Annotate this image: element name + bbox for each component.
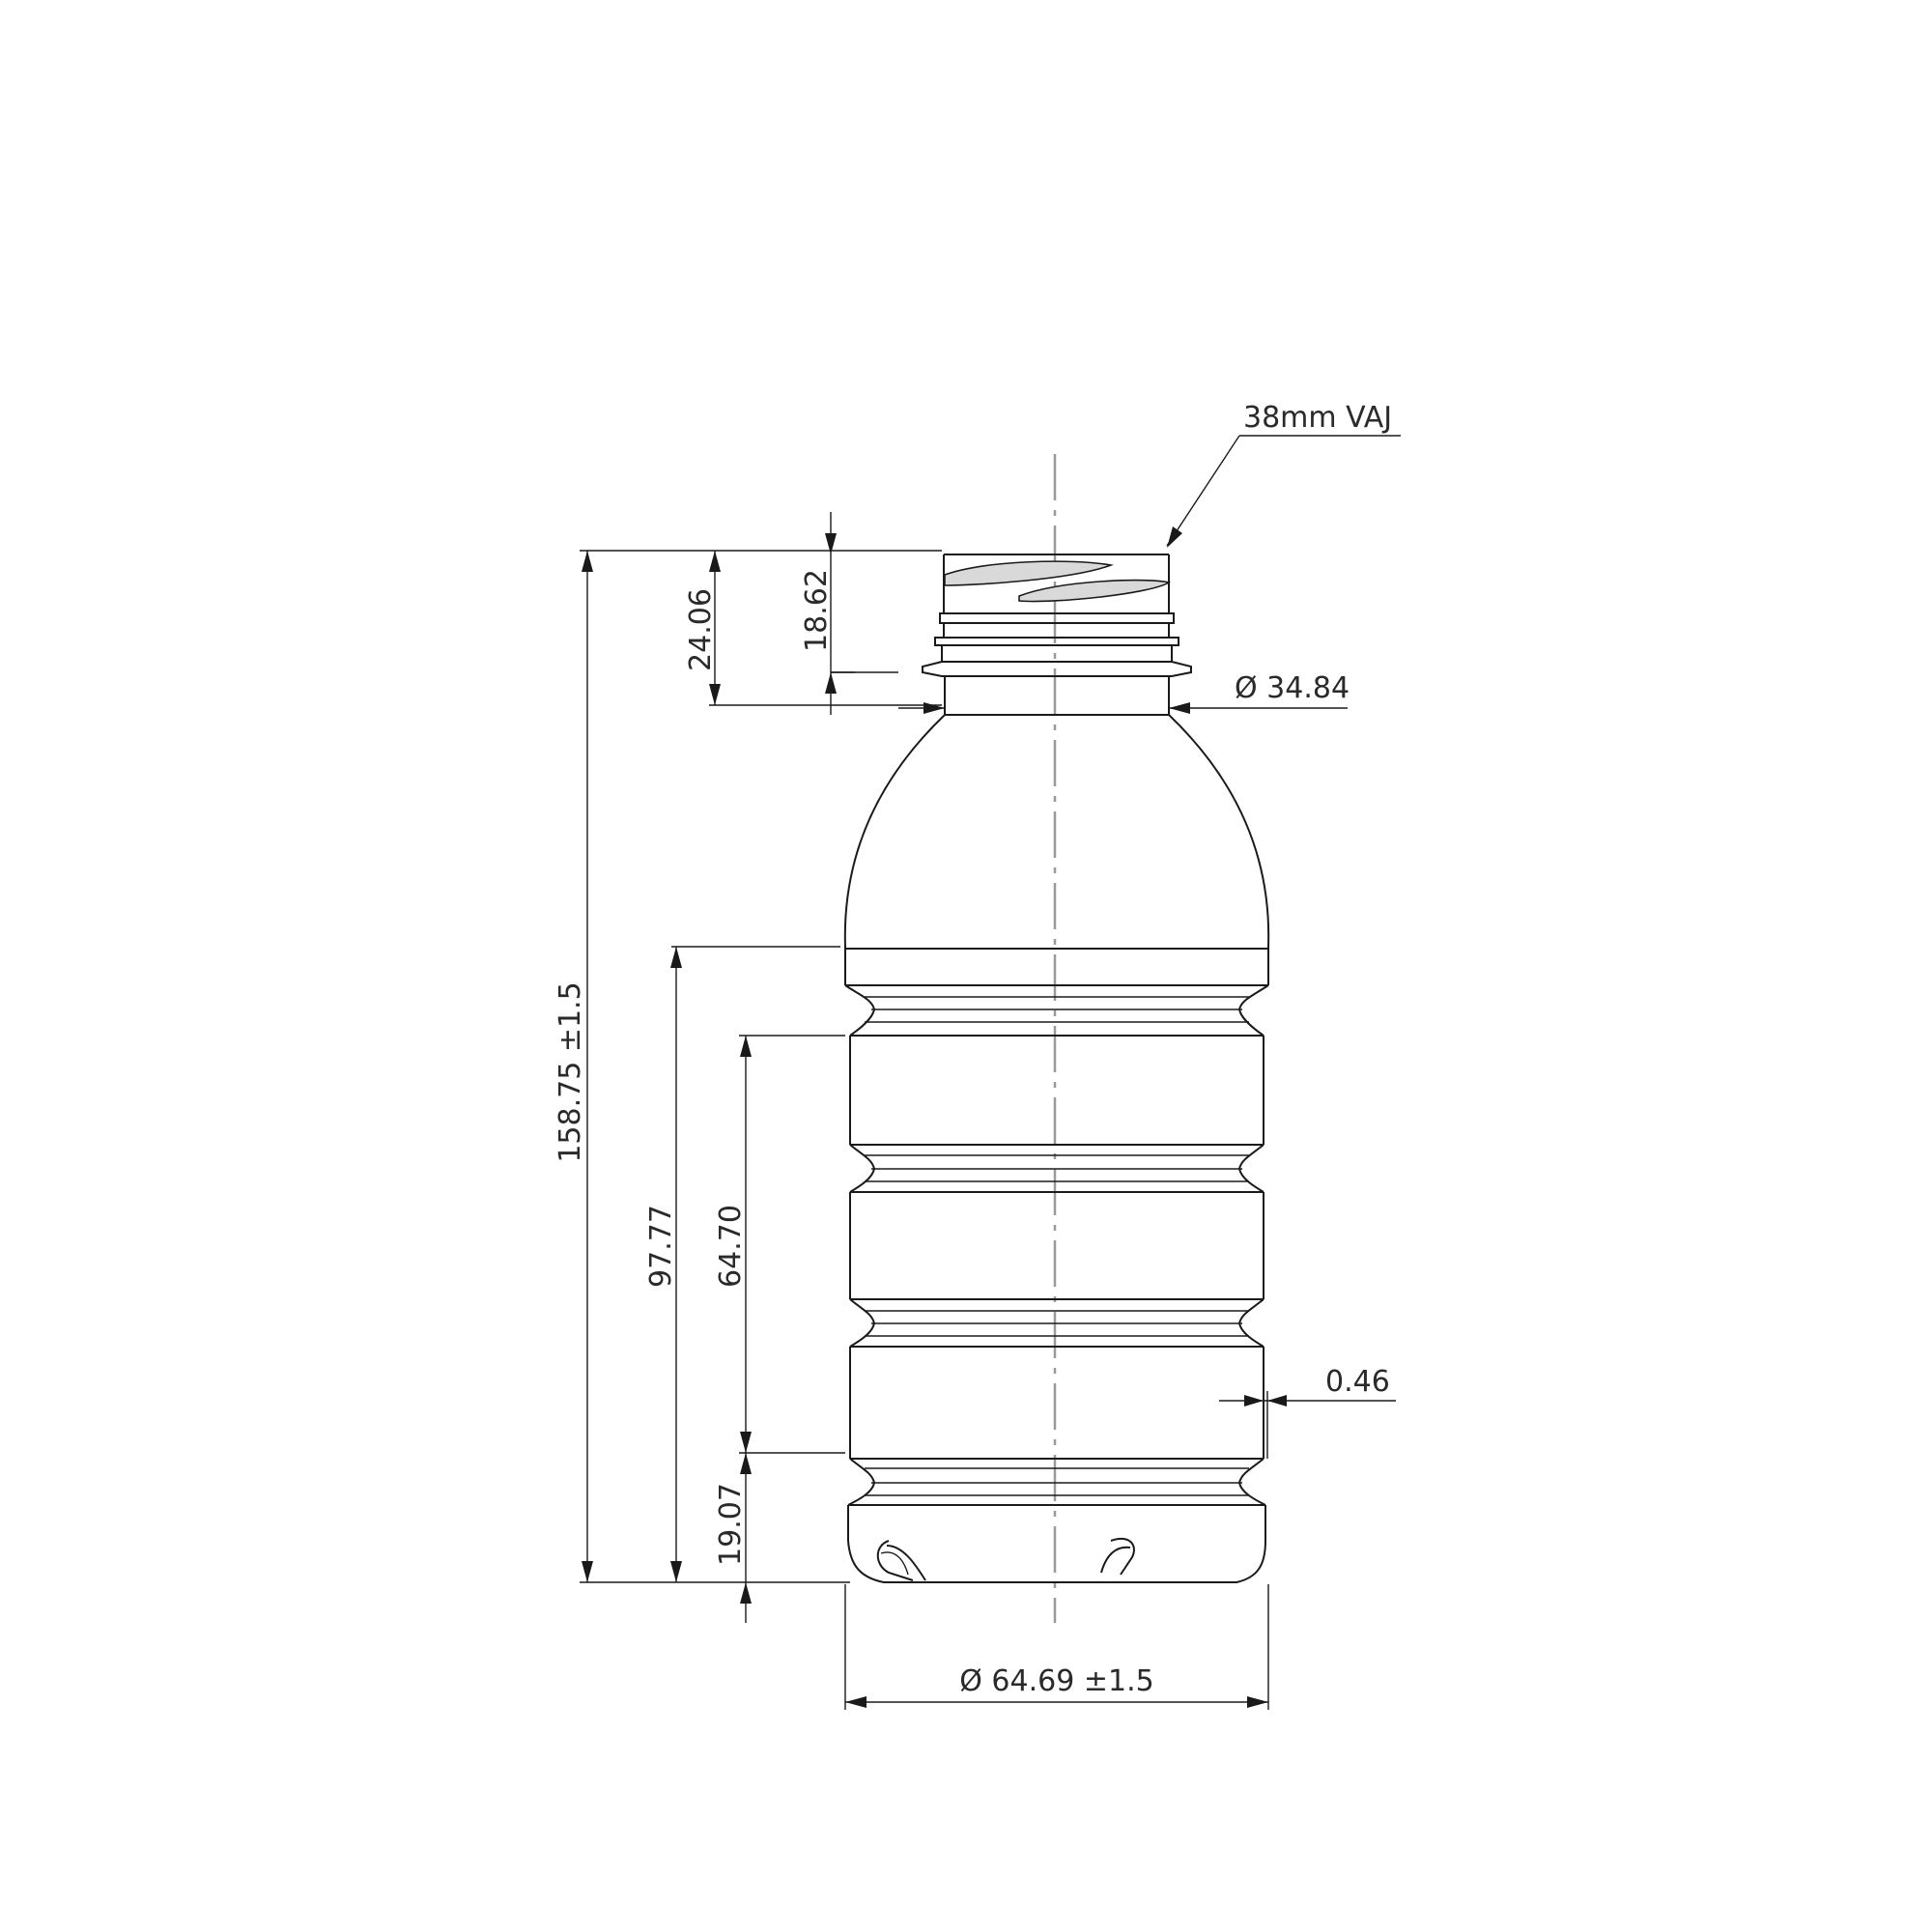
- bottle-finish: [922, 554, 1192, 716]
- dim-overall-height-label: 158.75 ±1.5: [554, 981, 587, 1162]
- finish-callout: 38mm VAJ: [1166, 401, 1401, 548]
- dim-neck-height: 24.06: [684, 551, 942, 706]
- thread-1: [944, 560, 1115, 586]
- bottle-base: [847, 1504, 1266, 1583]
- dim-rib-section-height: 64.70: [714, 1035, 845, 1454]
- thread-2: [1018, 579, 1172, 603]
- dim-label-panel-height: 97.77: [644, 946, 840, 1582]
- dim-neck-diameter-label: Ø 34.84: [1235, 671, 1350, 705]
- dim-finish-height-label: 18.62: [800, 569, 834, 652]
- dim-overall-height: 158.75 ±1.5: [554, 550, 942, 1583]
- dim-rib-depth: 0.46: [1219, 1365, 1396, 1459]
- dim-body-diameter-label: Ø 64.69 ±1.5: [959, 1664, 1153, 1698]
- dim-base-height: 19.07: [714, 1453, 752, 1623]
- dim-neck-height-label: 24.06: [684, 588, 718, 671]
- dim-base-height-label: 19.07: [714, 1483, 748, 1566]
- dim-neck-diameter: Ø 34.84: [898, 671, 1350, 714]
- dim-rib-depth-label: 0.46: [1325, 1365, 1390, 1399]
- dim-body-diameter: Ø 64.69 ±1.5: [844, 1584, 1269, 1710]
- dim-label-panel-height-label: 97.77: [644, 1205, 678, 1288]
- dim-rib-section-height-label: 64.70: [714, 1205, 748, 1288]
- finish-callout-label: 38mm VAJ: [1243, 401, 1392, 435]
- bottle-shoulder: [843, 714, 1270, 948]
- bottle-body: [844, 947, 1269, 1506]
- dim-finish-height: 18.62: [800, 512, 898, 715]
